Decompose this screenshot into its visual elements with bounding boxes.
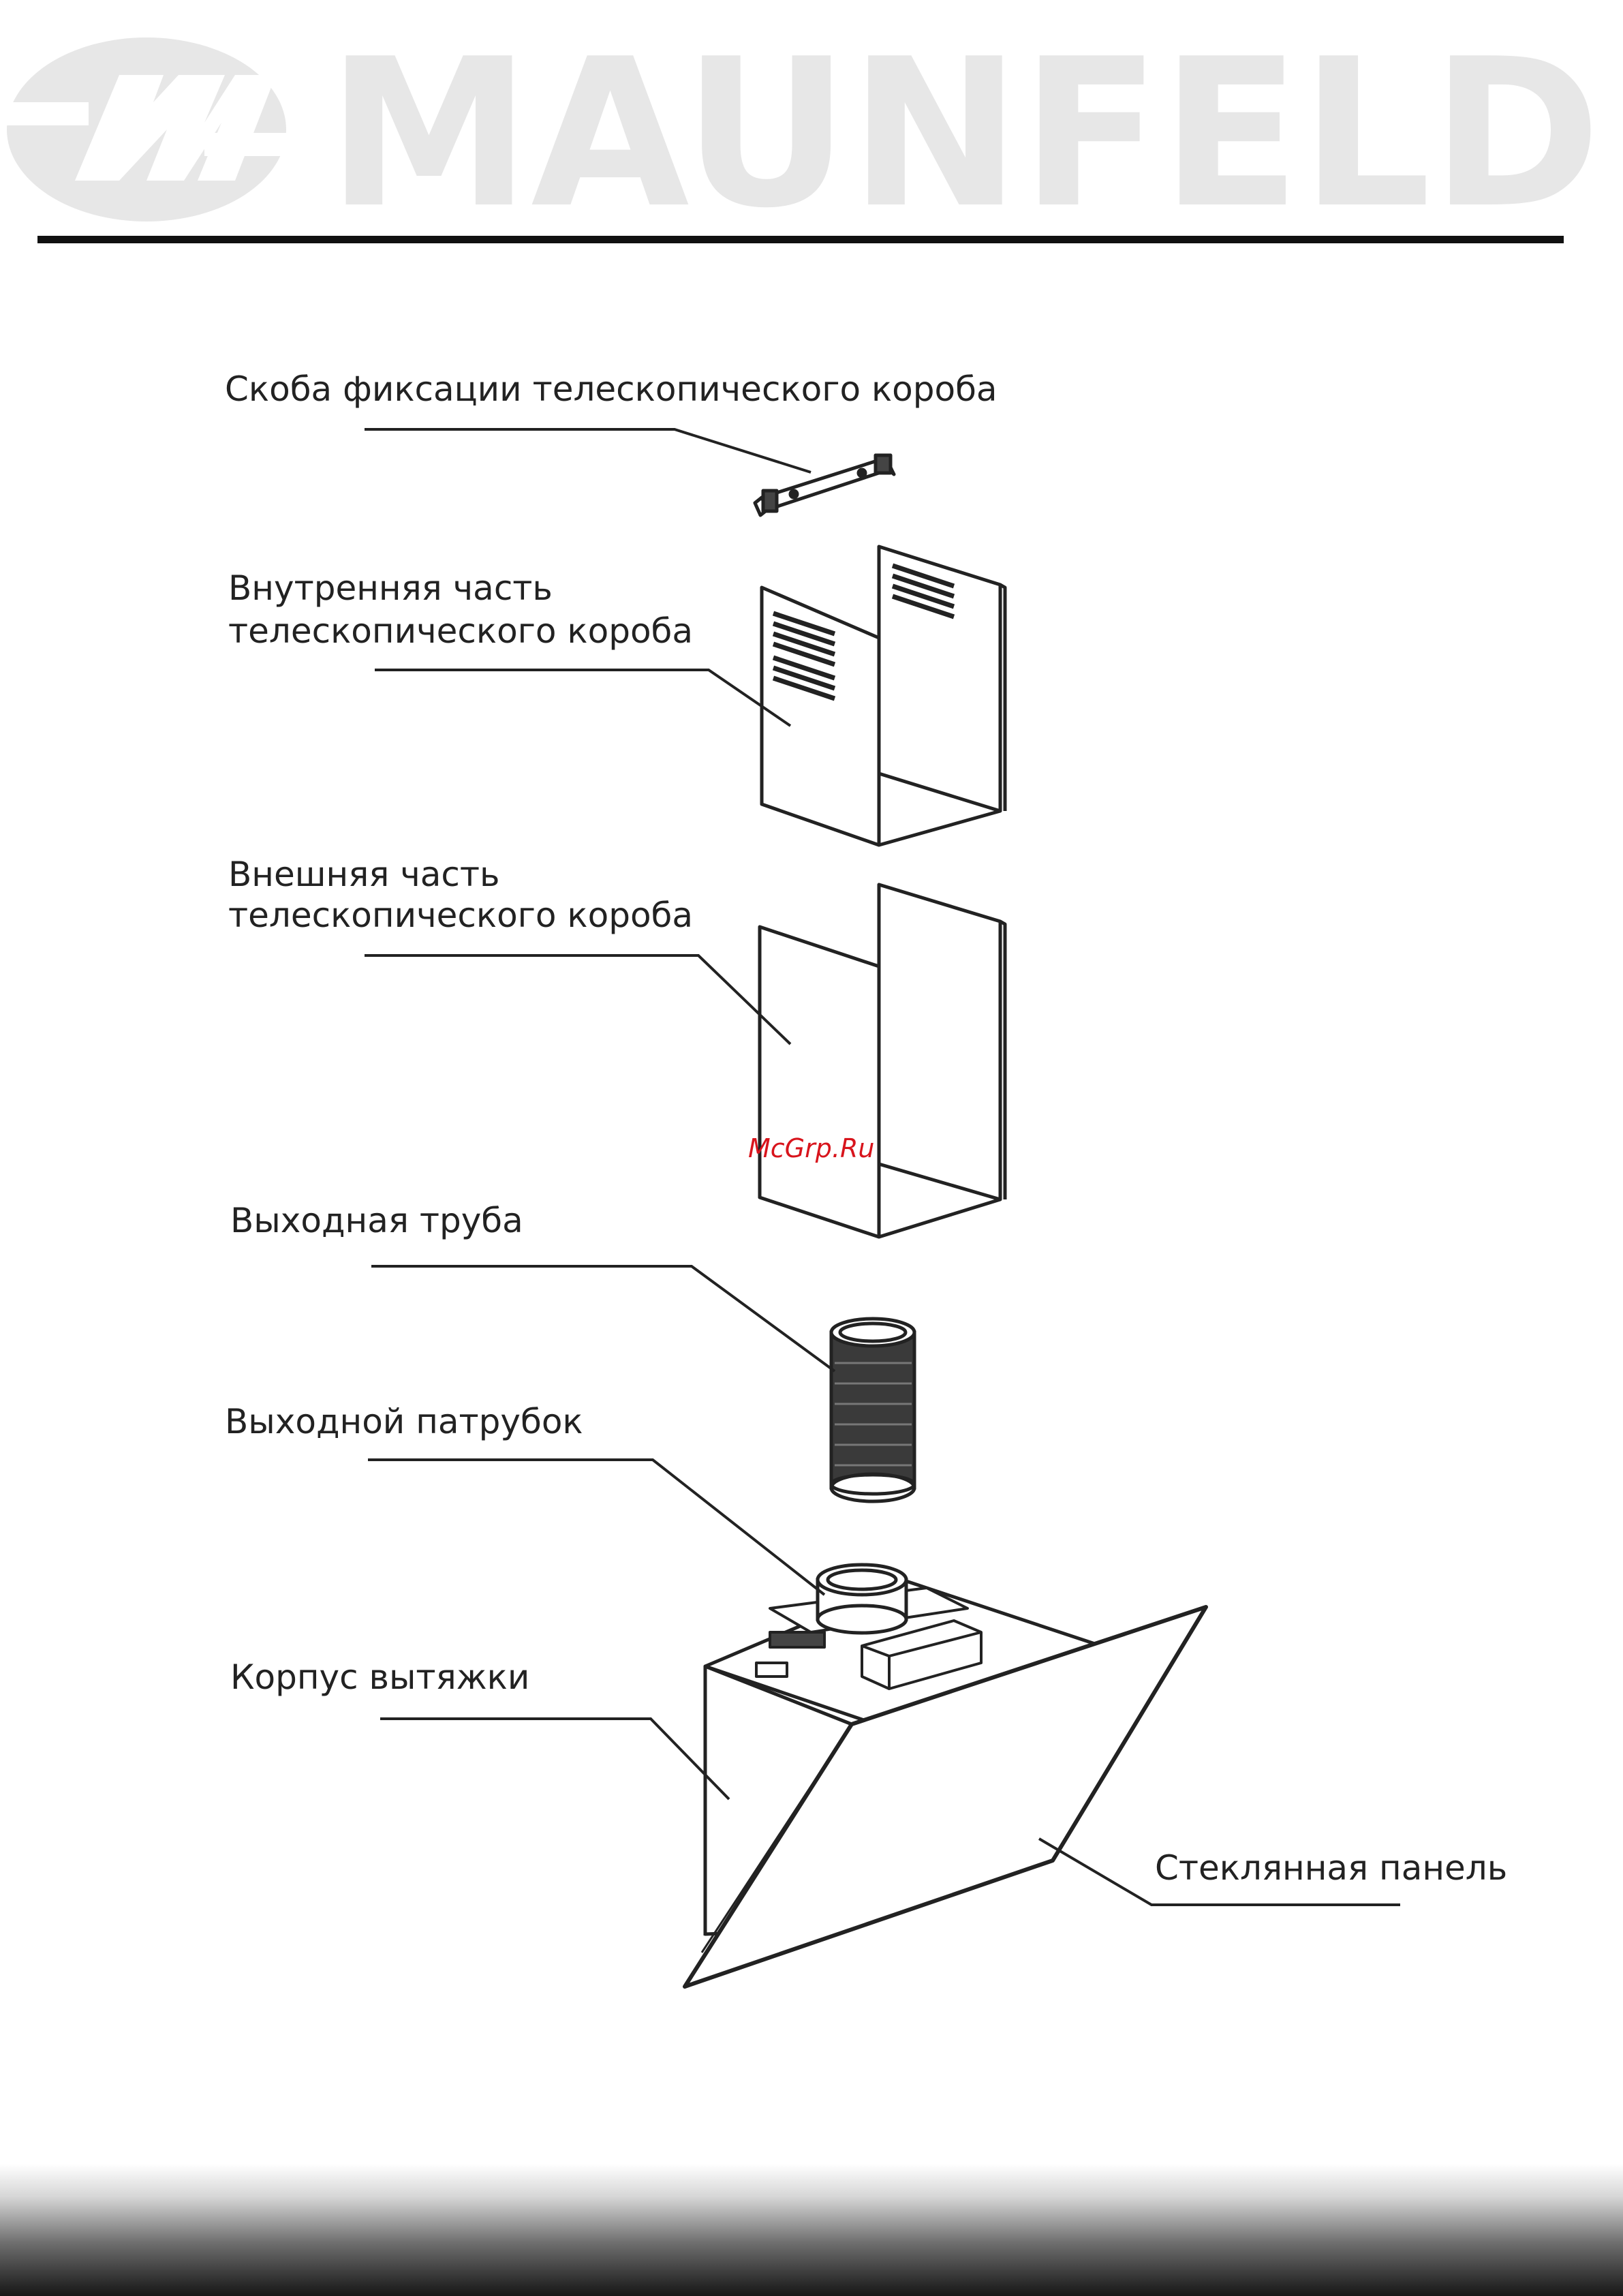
leader-bracket bbox=[365, 429, 811, 472]
label-hood-body: Корпус вытяжки bbox=[230, 1657, 529, 1697]
label-outer-box-line2: телескопического короба bbox=[228, 896, 693, 935]
exhaust-pipe-part bbox=[831, 1319, 914, 1501]
leader-outlet bbox=[368, 1460, 824, 1595]
leader-outer-box bbox=[365, 955, 790, 1044]
label-glass-panel: Стеклянная панель bbox=[1155, 1848, 1507, 1888]
outer-box-part bbox=[760, 885, 1005, 1237]
outlet-collar-part bbox=[818, 1565, 906, 1633]
leader-pipe bbox=[371, 1266, 835, 1371]
label-inner-box-line1: Внутренняя часть bbox=[228, 568, 553, 608]
label-inner-box-line2: телескопического короба bbox=[228, 611, 693, 651]
label-outer-box-line1: Внешняя часть bbox=[228, 855, 500, 894]
label-bracket: Скоба фиксации телескопического короба bbox=[225, 369, 998, 409]
label-outlet: Выходной патрубок bbox=[225, 1402, 583, 1441]
watermark: McGrp.Ru bbox=[748, 1133, 874, 1163]
leader-inner-box bbox=[375, 670, 790, 726]
leader-body bbox=[380, 1719, 729, 1799]
label-exhaust-pipe: Выходная труба bbox=[230, 1201, 523, 1240]
bracket-part bbox=[755, 455, 894, 515]
footer-gradient-band bbox=[0, 2164, 1623, 2296]
inner-box-part bbox=[762, 547, 1005, 845]
